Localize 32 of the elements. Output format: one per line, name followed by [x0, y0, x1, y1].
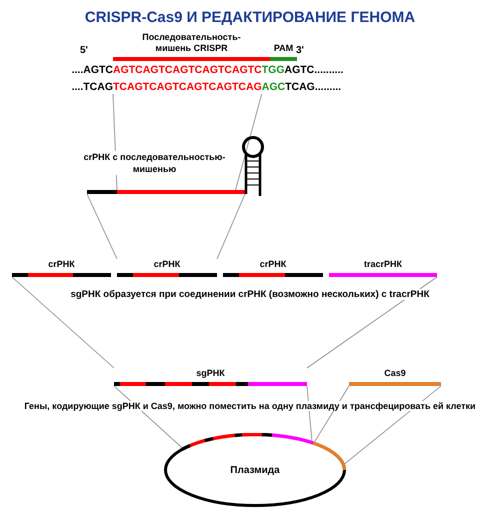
bar-label: crРНК	[154, 259, 180, 270]
caption-text: sgРНК образуется при соединении crРНК (возможно нескольких) с tracrРНК	[70, 289, 430, 300]
sequence-text: TCAGTCAGTCAGTCAGTCAG	[113, 81, 262, 94]
connector-line	[306, 276, 438, 368]
bar-label: crРНК	[48, 259, 75, 270]
sequence-text: AGTC..........	[284, 64, 344, 77]
sequence-text: AGC	[262, 81, 286, 94]
sequence-text: AGTCAGTCAGTCAGTCAGTC	[113, 64, 262, 77]
connector-line	[343, 386, 442, 466]
bar-label: Cas9	[384, 368, 406, 379]
caption-text: Гены, кодирующие sgРНК и Cas9, можно поместить на одну плазмиду и трансфецировать ей клетки	[24, 401, 476, 411]
connector-line	[313, 386, 350, 444]
bar-label: crРНК	[260, 259, 286, 270]
bar-label: tracrРНК	[364, 259, 402, 270]
strand-end-label: 3'	[296, 45, 304, 56]
bar-label: sgРНК	[196, 368, 225, 379]
bar-label: PAM	[274, 43, 294, 54]
strand-end-label: 5'	[80, 45, 88, 56]
title: CRISPR-Cas9 И РЕДАКТИРОВАНИЕ ГЕНОМА	[84, 9, 416, 26]
connector-line	[306, 386, 312, 444]
bar-label: Последовательность-мишень CRISPR	[141, 32, 242, 54]
connector-line	[235, 94, 262, 190]
plasmid-label: Плазмида	[230, 464, 280, 476]
connector-line	[86, 194, 118, 260]
connector-line	[112, 94, 118, 190]
connector-line	[12, 276, 114, 368]
sequence-text: TCAG.........	[285, 81, 342, 94]
connector-line	[114, 386, 184, 450]
sequence-text: TGG	[262, 64, 284, 77]
sequence-text: ....TCAG	[72, 81, 113, 94]
connector-line	[216, 194, 246, 260]
sequence-text: ....AGTC	[72, 64, 113, 77]
